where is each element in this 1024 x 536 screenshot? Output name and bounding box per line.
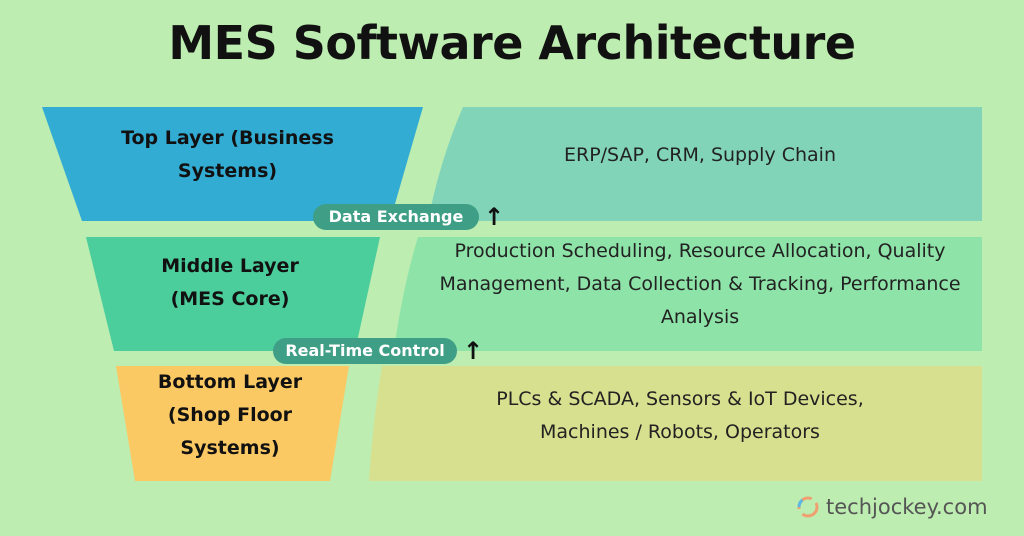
bottom-layer-panel [369, 366, 982, 481]
bottom-layer-label: Bottom Layer (Shop Floor Systems) [157, 371, 303, 459]
middle-layer-label: Middle Layer (MES Core) [161, 255, 299, 310]
page-title: MES Software Architecture [168, 16, 856, 70]
bottom-layer-description: PLCs & SCADA, Sensors & IoT Devices, Mac… [496, 388, 864, 443]
top-layer-funnel [42, 107, 423, 221]
brand-text: techjockey.com [826, 495, 988, 519]
middle-layer-funnel [86, 237, 380, 351]
data-exchange-badge: Data Exchange [313, 204, 479, 230]
middle-layer-description: Production Scheduling, Resource Allocati… [439, 240, 961, 328]
top-layer-description: ERP/SAP, CRM, Supply Chain [563, 144, 836, 166]
middle-layer-panel [394, 237, 982, 351]
top-layer-panel [428, 107, 982, 221]
top-layer-label: Top Layer (Business Systems) [121, 127, 334, 182]
real-time-control-badge: Real-Time Control [273, 338, 457, 364]
up-arrow-icon: ↑ [484, 203, 505, 231]
bottom-layer-funnel [116, 366, 349, 481]
techjockey-logo-icon [797, 496, 819, 518]
brand-logo: techjockey.com [796, 495, 988, 519]
up-arrow-icon: ↑ [463, 337, 484, 365]
